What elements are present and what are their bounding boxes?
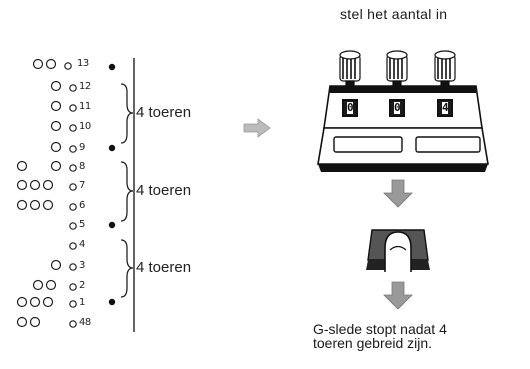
row-number-label: 10 (79, 121, 91, 132)
row-number-label: 2 (79, 280, 85, 291)
right-arrow-icon (243, 118, 271, 138)
row-number-label: 6 (79, 200, 85, 211)
row-number-label: 12 (79, 81, 91, 92)
instruction-carriage-stops: G-slede stopt nadat 4 toeren gebreid zij… (313, 322, 447, 350)
row-number-label: 7 (79, 180, 85, 191)
row-number-label: 5 (79, 219, 85, 230)
down-arrow-icon (383, 281, 413, 310)
counter-digit[interactable]: 0 (342, 99, 358, 117)
row-number-label: 3 (79, 260, 85, 271)
turn-group-label: 4 toeren (136, 104, 192, 121)
row-number-label: 1 (79, 297, 85, 308)
row-number-label: 4 (79, 239, 85, 250)
counter-knob-icon (339, 50, 361, 87)
instruction-line: toeren gebreid zijn. (313, 335, 433, 351)
stitch-circles (16, 58, 77, 328)
counter-digit[interactable]: 0 (389, 99, 405, 117)
row-number-label: 8 (79, 161, 85, 172)
turn-braces (120, 83, 134, 298)
row-counter-device (317, 50, 489, 172)
turn-group-label: 4 toeren (136, 182, 192, 199)
counter-digit[interactable]: 4 (437, 99, 453, 117)
down-arrow-icon (383, 179, 413, 208)
row-number-label: 9 (79, 142, 85, 153)
counter-knob-icon (386, 50, 408, 87)
instruction-set-count: stel het aantal in (340, 6, 448, 22)
turn-group-label: 4 toeren (136, 259, 192, 276)
counter-knob-icon (434, 50, 456, 87)
row-number-label: 11 (79, 101, 91, 112)
finger-press-button-icon (366, 229, 430, 272)
row-marker-dots (108, 63, 116, 306)
row-number-label: 48 (79, 317, 91, 328)
instruction-line: G-slede stopt nadat 4 (313, 321, 447, 337)
row-number-label: 13 (77, 58, 89, 69)
